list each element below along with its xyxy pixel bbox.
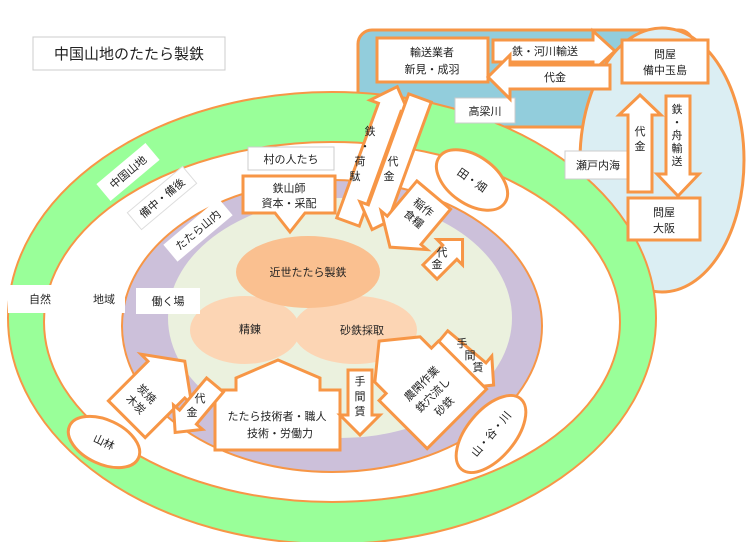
payment-charcoal-label-2: 金 [187,405,198,419]
ship-label-4: 輸 [672,141,683,155]
sannai-label-box [163,198,233,262]
workplace-label: 働く場 [152,295,185,308]
rice-arrow: 稲作 食糧 [378,178,453,252]
bicchu-label-box [126,165,198,231]
page-title: 中国山地のたたら製鉄 [54,45,204,63]
villagers-label: 村の人たち [264,152,319,166]
wage-center-label-3: 賃 [355,404,366,418]
wage-right-label-2: 間 [465,349,476,362]
title-box [32,36,226,71]
ship-label-2: ・ [672,116,683,129]
wage-center-arrow [336,368,384,438]
nature-label: 自然 [29,292,51,306]
fields-ellipse [434,148,510,212]
pack-label-1: 鉄 [365,124,376,138]
payment-river-label: 代金 [544,70,566,84]
payment-rice-arrow [420,237,465,282]
forest-ellipse [66,414,142,470]
payment-rice-label-1: 代 [437,246,448,259]
transporter-line2: 新見・成羽 [405,62,460,76]
farm-work-arrow: 農閑作業 鉄穴流し 砂鉄 [373,335,489,451]
river-transport-label: 鉄・河川輸送 [512,44,578,58]
villagers-label-box [247,146,335,171]
main-ellipse [236,236,380,308]
payment-charcoal-label-1: 代 [195,392,206,405]
seto-label: 瀬戸内海 [576,158,620,172]
payment-pack-label-2: 金 [384,169,395,183]
refining-ellipse [190,296,300,364]
payment-sea-label-2: 金 [635,139,646,153]
payment-river-arrow: 代金 [485,51,612,103]
pack-label-3: 荷 [355,155,366,168]
workplace-label-box [136,288,200,314]
wage-center-label-1: 手 [355,374,366,388]
tetsuyamashi-box [241,174,337,235]
tonya-tamashima-box [620,38,710,85]
takahashi-label: 高梁川 [469,104,502,118]
core-main-label: 近世たたら製鉄 [270,265,347,279]
nature-label-box [8,285,71,313]
transporter-line1: 輸送業者 [410,45,454,59]
wage-right-label-3: 賃 [473,360,484,374]
payment-pack-label-1: 代 [388,155,399,168]
transporter-box [375,36,490,84]
region-label-box [83,285,125,313]
core-sand-iron-label: 砂鉄採取 [340,323,384,337]
ship-transport-arrow [653,94,703,199]
region-label: 地域 [93,293,115,306]
pack-label-4: 駄 [350,169,361,183]
craftsmen-box [213,358,342,452]
ship-label-1: 鉄 [672,102,683,116]
river-transport-arrow: 鉄・河川輸送 [491,27,618,75]
tetsuyamashi-line1: 鉄山師 [273,181,306,195]
wage-right-label-1: 手 [457,336,468,350]
tonya-tamashima-line1: 問屋 [654,48,676,61]
ship-label-3: 舟 [672,128,683,142]
mountains-ellipse [454,394,528,474]
payment-sea-arrow [615,92,665,194]
payment-rice-label-2: 金 [432,257,443,271]
tonya-osaka-line1: 問屋 [653,206,675,219]
seto-label-box [564,150,633,180]
tonya-osaka-line2: 大阪 [653,221,675,235]
craftsmen-line2: 技術・労働力 [247,426,313,440]
tonya-osaka-box [626,196,702,242]
chugoku-label-box [96,143,160,201]
craftsmen-line1: たたら技術者・職人 [228,410,327,423]
wage-center-label-2: 間 [355,390,366,403]
pack-label-2: ・ [360,140,371,153]
tonya-tamashima-line2: 備中玉島 [643,63,687,77]
payment-charcoal-arrow [171,375,226,435]
payment-sea-label-1: 代 [635,125,646,138]
core-refining-label: 精錬 [239,322,261,336]
tetsuyamashi-line2: 資本・采配 [262,196,317,210]
takahashi-label-box [454,97,516,124]
ship-label-5: 送 [672,154,683,168]
